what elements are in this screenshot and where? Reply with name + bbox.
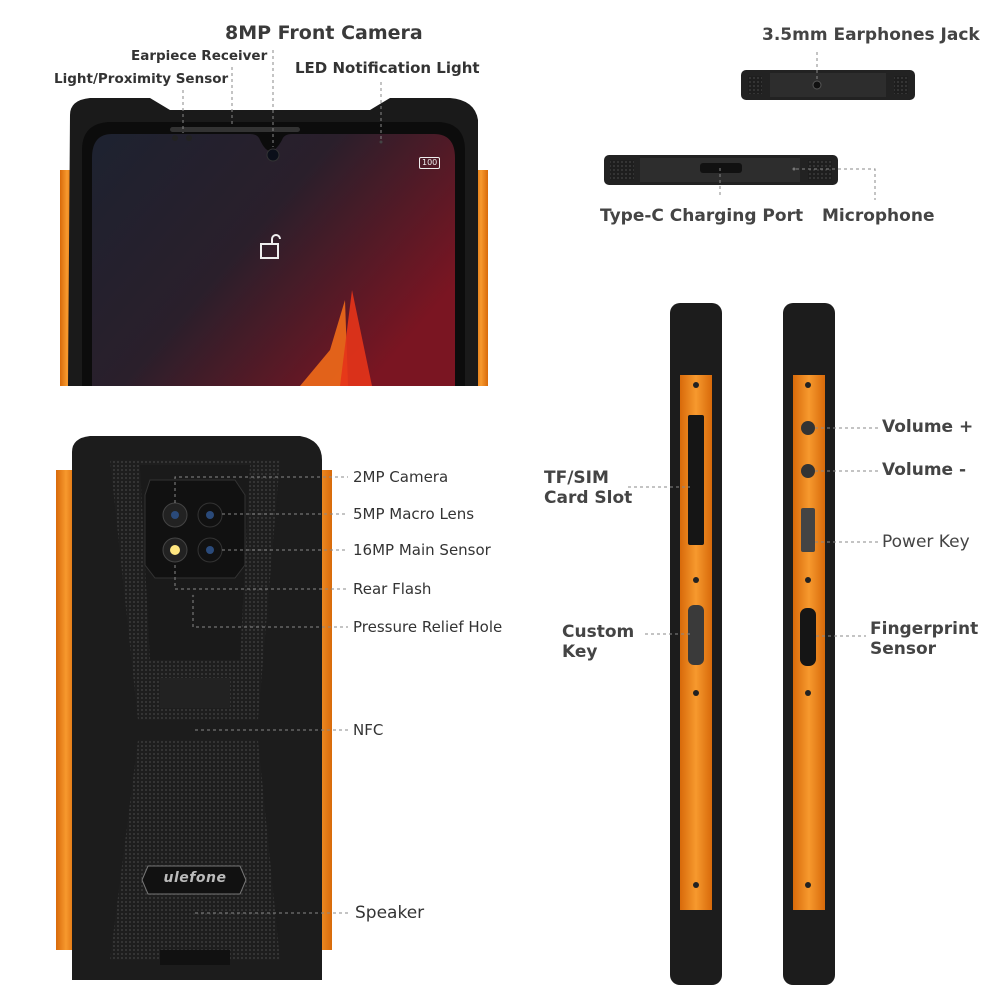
label-custom-line2: Key xyxy=(562,642,598,663)
label-rear-flash: Rear Flash xyxy=(353,580,432,598)
back-view xyxy=(56,436,332,980)
volume-down-key xyxy=(801,464,815,478)
label-proximity: Light/Proximity Sensor xyxy=(54,71,229,87)
led-light xyxy=(379,140,383,144)
leader-lines xyxy=(174,50,878,914)
label-pressure-hole: Pressure Relief Hole xyxy=(353,618,503,636)
label-fp-line2: Sensor xyxy=(870,639,937,660)
power-key xyxy=(801,508,815,552)
label-2mp-camera: 2MP Camera xyxy=(353,468,449,486)
label-front-camera: 8MP Front Camera xyxy=(225,22,423,44)
microphone xyxy=(792,167,796,171)
left-side-view xyxy=(670,303,722,985)
label-custom-line1: Custom xyxy=(562,622,635,642)
label-volume-down: Volume - xyxy=(882,460,967,480)
volume-up-key xyxy=(801,421,815,435)
label-earphone-jack: 3.5mm Earphones Jack xyxy=(762,25,980,45)
label-volume-up: Volume + xyxy=(882,417,974,437)
battery-icon: 100 xyxy=(419,157,441,169)
label-earpiece: Earpiece Receiver xyxy=(131,48,268,64)
label-main-sensor: 16MP Main Sensor xyxy=(353,541,491,559)
label-tf-sim-line2: Card Slot xyxy=(544,488,633,509)
earpiece xyxy=(170,127,300,132)
fingerprint-sensor xyxy=(800,608,816,666)
screen xyxy=(92,134,455,386)
type-c-port xyxy=(700,163,742,173)
front-camera xyxy=(266,148,280,162)
bottom-edge-view xyxy=(604,155,838,185)
sim-slot xyxy=(688,415,704,545)
label-microphone: Microphone xyxy=(822,206,935,226)
label-fp-line1: Fingerprint xyxy=(870,619,979,639)
label-power-key: Power Key xyxy=(882,532,970,552)
custom-key xyxy=(688,605,704,665)
front-view xyxy=(60,98,488,386)
label-led: LED Notification Light xyxy=(295,59,480,77)
label-type-c: Type-C Charging Port xyxy=(600,206,804,226)
camera-module xyxy=(144,479,246,579)
proximity-sensor xyxy=(172,135,178,141)
lock-open-icon xyxy=(260,234,281,259)
label-tf-sim-line1: TF/SIM xyxy=(544,468,609,488)
label-macro-lens: 5MP Macro Lens xyxy=(353,505,475,523)
label-speaker: Speaker xyxy=(355,903,425,923)
right-side-view xyxy=(783,303,835,985)
top-edge-view xyxy=(741,70,915,100)
label-nfc: NFC xyxy=(353,721,384,739)
earphone-jack xyxy=(812,80,822,90)
brand-logo: ulefone xyxy=(163,870,227,886)
